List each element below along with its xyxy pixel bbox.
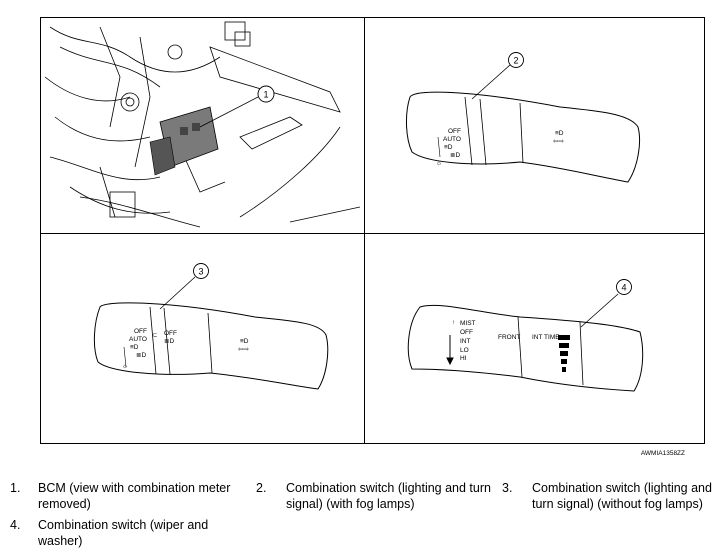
svg-text:OFF: OFF bbox=[448, 128, 461, 135]
svg-text:FRONT: FRONT bbox=[498, 334, 520, 341]
svg-text:AUTO: AUTO bbox=[129, 336, 147, 343]
svg-text:INT: INT bbox=[460, 338, 471, 345]
svg-text:≡D: ≡D bbox=[555, 130, 564, 137]
legend-text: Combination switch (lighting and turn si… bbox=[532, 481, 712, 511]
svg-text:⊂: ⊂ bbox=[152, 332, 158, 339]
svg-text:≡D: ≡D bbox=[240, 338, 249, 345]
svg-text:INT TIME: INT TIME bbox=[532, 334, 560, 341]
svg-text:1: 1 bbox=[263, 90, 268, 100]
figure: 1 OFF AUTO ≡D ≣D ☼ ≡D ⇦⇨ 2 OFF AUTO ≡D ≣… bbox=[40, 17, 705, 457]
svg-text:≡D: ≡D bbox=[444, 144, 453, 151]
figure-id: AWMIA1358ZZ bbox=[641, 450, 685, 457]
callout-3: 3 bbox=[159, 263, 209, 310]
panel-bcm-illustration bbox=[44, 21, 361, 228]
panel-switch-without-fog bbox=[93, 302, 329, 390]
svg-text:OFF: OFF bbox=[134, 328, 147, 335]
legend: 1. BCM (view with combination meter remo… bbox=[0, 480, 727, 558]
svg-text:≡D: ≡D bbox=[130, 344, 139, 351]
svg-text:↑: ↑ bbox=[452, 319, 455, 326]
panel2-labels: OFF AUTO ≡D ≣D ☼ ≡D ⇦⇨ bbox=[436, 128, 564, 167]
svg-text:AUTO: AUTO bbox=[443, 136, 461, 143]
svg-text:☼: ☼ bbox=[436, 160, 442, 167]
callout-4: 4 bbox=[580, 279, 632, 328]
callout-1: 1 bbox=[199, 85, 275, 128]
svg-text:OFF: OFF bbox=[164, 330, 177, 337]
legend-text: Combination switch (wiper and washer) bbox=[38, 518, 209, 548]
legend-number: 1. bbox=[10, 481, 21, 495]
svg-text:⇦⇨: ⇦⇨ bbox=[553, 138, 564, 145]
panel4-labels: ↑ MIST OFF INT LO HI FRONT INT TIME bbox=[452, 319, 560, 362]
svg-text:LO: LO bbox=[460, 347, 469, 354]
legend-number: 4. bbox=[10, 518, 21, 532]
svg-text:3: 3 bbox=[198, 267, 203, 277]
svg-text:≣D: ≣D bbox=[450, 150, 460, 159]
svg-text:HI: HI bbox=[460, 355, 467, 362]
callout-2: 2 bbox=[471, 52, 524, 100]
panel-switch-with-fog bbox=[406, 91, 641, 183]
svg-text:☼: ☼ bbox=[122, 363, 128, 370]
panel-frames bbox=[40, 17, 705, 444]
svg-text:≣D: ≣D bbox=[136, 350, 146, 359]
svg-text:MIST: MIST bbox=[460, 320, 476, 327]
int-time-wedge bbox=[558, 335, 570, 372]
panel4-arrow bbox=[446, 335, 454, 366]
svg-text:⇦⇨: ⇦⇨ bbox=[238, 346, 249, 353]
svg-text:4: 4 bbox=[621, 283, 626, 293]
legend-text: Combination switch (lighting and turn si… bbox=[286, 481, 491, 511]
legend-text: BCM (view with combination meter removed… bbox=[38, 481, 231, 511]
svg-text:≣D: ≣D bbox=[164, 336, 174, 345]
legend-number: 2. bbox=[256, 481, 267, 495]
panel-switch-wiper bbox=[407, 304, 644, 392]
svg-text:OFF: OFF bbox=[460, 329, 473, 336]
svg-text:2: 2 bbox=[513, 56, 518, 66]
legend-number: 3. bbox=[502, 481, 513, 495]
bcm-unit bbox=[149, 106, 219, 176]
panel3-labels: OFF AUTO ≡D ≣D ☼ ⊂ OFF ≣D ≡D ⇦⇨ bbox=[122, 328, 249, 370]
